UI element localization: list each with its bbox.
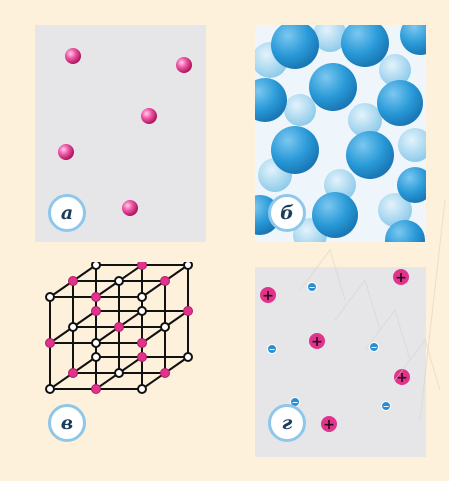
- negative-ion: −: [307, 282, 317, 292]
- lattice-ion-white: [114, 368, 124, 378]
- label-badge-a: а: [48, 194, 86, 232]
- panel-liquid: б: [255, 25, 426, 242]
- lattice-ion-pink: [137, 352, 147, 362]
- panel-gas: а: [35, 25, 206, 242]
- lattice-ion-pink: [91, 384, 101, 394]
- lattice-ion-white: [91, 262, 101, 270]
- lattice-ion-white: [68, 322, 78, 332]
- lattice-ion-white: [160, 322, 170, 332]
- lattice-ion-pink: [137, 262, 147, 270]
- label-c: в: [60, 412, 74, 434]
- label-b: б: [280, 202, 294, 224]
- liquid-spheres: [255, 25, 426, 242]
- liquid-back-layer: [255, 25, 426, 242]
- gas-particle: [141, 108, 157, 124]
- gas-particle: [122, 200, 138, 216]
- lattice-ion-white: [183, 352, 193, 362]
- lattice-ion-pink: [45, 338, 55, 348]
- label-badge-b: б: [268, 194, 306, 232]
- negative-ion: −: [369, 342, 379, 352]
- crystal-lattice: [45, 262, 193, 394]
- lattice-ion-white: [91, 352, 101, 362]
- lattice-ion-white: [114, 276, 124, 286]
- lattice-atoms: [45, 262, 193, 394]
- liquid-front-layer: [255, 25, 426, 242]
- svg-text:+: +: [395, 270, 407, 286]
- lattice-bonds: [49, 264, 189, 390]
- lattice-ion-pink: [137, 338, 147, 348]
- panel-crystal-lattice: в: [35, 262, 220, 457]
- positive-ion: +: [309, 333, 325, 350]
- lattice-ion-pink: [160, 368, 170, 378]
- lattice-ion-pink: [114, 322, 124, 332]
- label-a: а: [60, 202, 74, 224]
- svg-text:+: +: [311, 334, 323, 350]
- positive-ion: +: [321, 416, 337, 433]
- lattice-ion-pink: [68, 368, 78, 378]
- positive-ion: +: [260, 287, 276, 304]
- svg-text:−: −: [383, 402, 390, 411]
- lattice-ion-white: [137, 384, 147, 394]
- lattice-ion-white: [137, 306, 147, 316]
- gas-particle: [65, 48, 81, 64]
- lattice-ion-white: [45, 292, 55, 302]
- lattice-ion-pink: [183, 306, 193, 316]
- negative-ion: −: [381, 401, 391, 411]
- lattice-ion-pink: [160, 276, 170, 286]
- svg-text:−: −: [269, 345, 276, 354]
- positive-ion: +: [394, 369, 410, 386]
- svg-text:+: +: [396, 370, 408, 386]
- lattice-ion-white: [183, 262, 193, 270]
- label-badge-c: в: [48, 404, 86, 442]
- lattice-ion-white: [91, 338, 101, 348]
- gas-particle: [176, 57, 192, 73]
- svg-text:−: −: [371, 343, 378, 352]
- lattice-ion-white: [45, 384, 55, 394]
- gas-particles: [58, 48, 192, 216]
- label-badge-d: г: [268, 404, 306, 442]
- lattice-ion-pink: [91, 306, 101, 316]
- lattice-ion-white: [137, 292, 147, 302]
- negative-ion: −: [267, 344, 277, 354]
- svg-text:+: +: [323, 417, 335, 433]
- label-d: г: [281, 412, 293, 434]
- gas-particle: [58, 144, 74, 160]
- svg-text:−: −: [292, 398, 299, 407]
- svg-text:+: +: [262, 288, 274, 304]
- positive-ion: +: [393, 269, 409, 286]
- panel-plasma: + + + + + − − − − − г: [255, 267, 426, 457]
- lattice-ion-pink: [91, 292, 101, 302]
- svg-text:−: −: [309, 283, 316, 292]
- lattice-ion-pink: [68, 276, 78, 286]
